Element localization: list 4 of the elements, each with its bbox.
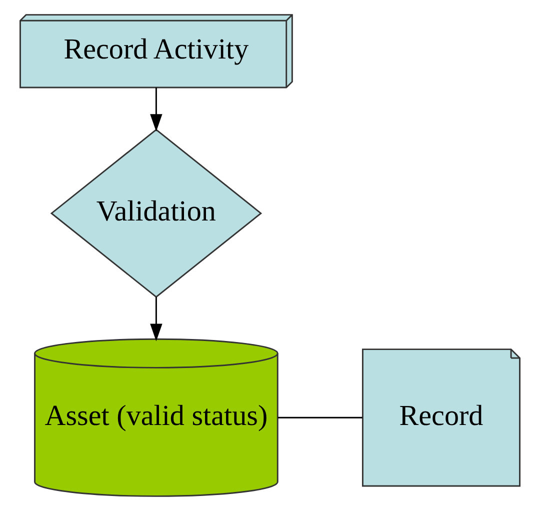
connector [277, 416, 362, 418]
node-diamond: Validation [50, 128, 262, 298]
arrow [150, 296, 162, 341]
arrow [150, 87, 162, 132]
